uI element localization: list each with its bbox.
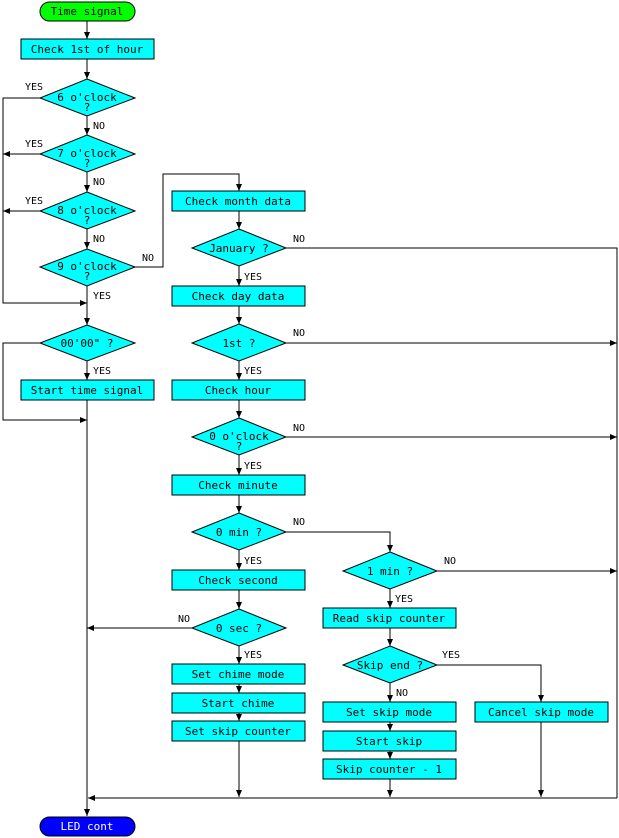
edge-label-yes: YES (442, 650, 460, 661)
decision-0-min: 0 min ? (190, 512, 288, 551)
decision-0-sec: 0 sec ? (190, 608, 288, 647)
process-check-1st-hour: Check 1st of hour (20, 38, 155, 60)
edge-label-yes: YES (25, 82, 43, 93)
decision-0-oclock-label: 0 o'clock (209, 430, 269, 443)
edge-label-yes: YES (93, 291, 111, 302)
edge-label-no: NO (444, 556, 456, 567)
decision-1st-label: 1st ? (222, 337, 255, 350)
edge-label-no: NO (93, 234, 105, 245)
decision-8-oclock-question: ? (84, 214, 91, 227)
decision-0-min-label: 0 min ? (216, 526, 262, 539)
process-set-chime-label: Set chime mode (192, 668, 285, 681)
decision-7-oclock: 7 o'clock ? (38, 134, 137, 173)
process-start-chime-label: Start chime (202, 697, 275, 710)
edge-label-yes: YES (244, 650, 262, 661)
edge-label-yes: YES (244, 366, 262, 377)
edge-labels: YES NO YES NO YES NO NO YES YES NO YES N… (25, 82, 460, 699)
decision-0-oclock-question: ? (236, 440, 243, 453)
process-start-chime: Start chime (171, 692, 306, 714)
connectors (2, 21, 618, 816)
edge-label-no: NO (293, 423, 305, 434)
process-read-skip-counter-label: Read skip counter (333, 612, 446, 625)
edge-label-no: NO (396, 688, 408, 699)
decision-1-min: 1 min ? (341, 551, 439, 590)
decision-7-oclock-label: 7 o'clock (57, 147, 117, 160)
process-set-skip-counter: Set skip counter (171, 720, 306, 742)
edge-label-yes: YES (244, 556, 262, 567)
decision-skip-end: Skip end ? (341, 645, 439, 684)
process-read-skip-counter: Read skip counter (322, 607, 457, 629)
decision-9-oclock-question: ? (84, 270, 91, 283)
process-check-month: Check month data (171, 190, 306, 212)
edge-label-no: NO (293, 328, 305, 339)
decision-00-00-label: 00'00" ? (61, 337, 114, 350)
process-start-time-signal-label: Start time signal (31, 384, 144, 397)
process-skip-counter-minus: Skip counter - 1 (322, 758, 457, 780)
decision-0-oclock: 0 o'clock ? (190, 417, 288, 456)
process-check-minute: Check minute (171, 474, 306, 496)
edge-label-yes: YES (244, 461, 262, 472)
process-check-second: Check second (171, 569, 306, 591)
decision-skip-end-label: Skip end ? (357, 659, 423, 672)
process-start-skip: Start skip (322, 730, 457, 752)
process-skip-counter-minus-label: Skip counter - 1 (336, 763, 442, 776)
decision-00-00: 00'00" ? (38, 324, 137, 362)
process-check-day: Check day data (171, 285, 306, 307)
decision-6-oclock-label: 6 o'clock (57, 91, 117, 104)
edge-label-no: NO (142, 253, 154, 264)
process-start-time-signal: Start time signal (20, 379, 155, 401)
decision-9-oclock-label: 9 o'clock (57, 260, 117, 273)
edge-label-no: NO (293, 234, 305, 245)
decision-9-oclock: 9 o'clock ? (38, 248, 137, 287)
start-terminal: Time signal (39, 1, 136, 22)
process-check-minute-label: Check minute (198, 479, 277, 492)
end-terminal-label: LED cont (61, 820, 114, 833)
process-set-skip-counter-label: Set skip counter (185, 725, 291, 738)
edge-label-no: NO (93, 121, 105, 132)
decision-6-oclock-question: ? (84, 101, 91, 114)
process-cancel-skip-mode-label: Cancel skip mode (488, 706, 594, 719)
process-set-skip-mode: Set skip mode (322, 701, 457, 723)
process-check-1st-hour-label: Check 1st of hour (31, 43, 144, 56)
process-check-hour-label: Check hour (205, 384, 272, 397)
edge-label-yes: YES (25, 196, 43, 207)
edge-label-no: NO (178, 614, 190, 625)
edge-label-yes: YES (93, 366, 111, 377)
process-check-month-label: Check month data (185, 195, 291, 208)
decision-8-oclock: 8 o'clock ? (38, 191, 137, 230)
edge-label-yes: YES (25, 139, 43, 150)
decision-january-label: January ? (209, 242, 269, 255)
decision-8-oclock-label: 8 o'clock (57, 204, 117, 217)
edge-label-no: NO (293, 517, 305, 528)
process-start-skip-label: Start skip (356, 735, 422, 748)
process-check-day-label: Check day data (192, 290, 285, 303)
end-terminal: LED cont (39, 816, 136, 837)
decision-january: January ? (190, 228, 288, 267)
process-cancel-skip-mode: Cancel skip mode (474, 701, 609, 723)
start-terminal-label: Time signal (51, 5, 124, 18)
decision-1st: 1st ? (190, 323, 288, 362)
process-check-hour: Check hour (171, 379, 306, 401)
decision-6-oclock: 6 o'clock ? (38, 78, 137, 117)
edge-label-yes: YES (395, 594, 413, 605)
decision-0-sec-label: 0 sec ? (216, 622, 262, 635)
decision-1-min-label: 1 min ? (367, 565, 413, 578)
process-set-chime: Set chime mode (171, 663, 306, 685)
decision-7-oclock-question: ? (84, 157, 91, 170)
edge-label-yes: YES (244, 272, 262, 283)
edge-label-no: NO (93, 177, 105, 188)
process-set-skip-mode-label: Set skip mode (346, 706, 432, 719)
process-check-second-label: Check second (198, 574, 277, 587)
